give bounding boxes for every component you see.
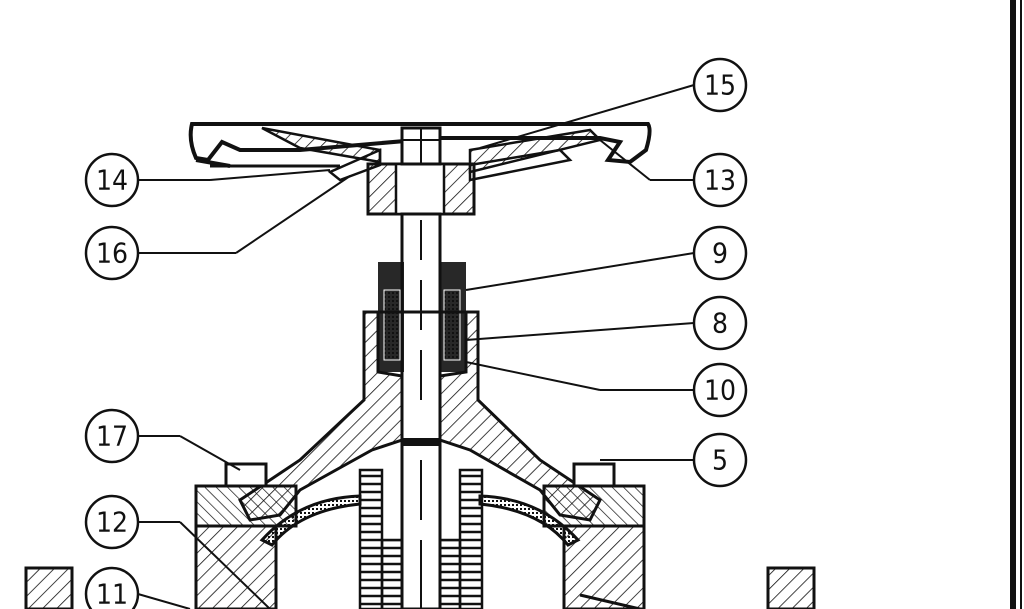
callout-5-label: 5 [712, 444, 728, 477]
callout-15: 15 [692, 57, 748, 113]
callout-12-label: 12 [96, 506, 128, 539]
pipe-stubs [24, 566, 816, 609]
callout-9-label: 9 [712, 237, 728, 270]
callout-11-label: 11 [96, 578, 128, 609]
callout-14-label: 14 [96, 164, 128, 197]
callout-10-label: 10 [704, 374, 736, 407]
frame-border [1010, 0, 1022, 609]
callout-12: 12 [84, 494, 140, 550]
callout-14: 14 [84, 152, 140, 208]
callout-16: 16 [84, 225, 140, 281]
callout-9: 9 [692, 225, 748, 281]
spring [358, 468, 484, 609]
callout-5: 5 [692, 432, 748, 488]
body-flange [194, 462, 646, 609]
valve-stem [400, 212, 442, 609]
callout-8: 8 [692, 295, 748, 351]
callout-10: 10 [692, 362, 748, 418]
gland-packing [378, 262, 466, 372]
callout-15-label: 15 [704, 69, 736, 102]
handwheel-hub [366, 126, 476, 216]
callout-13: 13 [692, 152, 748, 208]
callout-17-label: 17 [96, 420, 128, 453]
callout-8-label: 8 [712, 307, 728, 340]
callout-13-label: 13 [704, 164, 736, 197]
callout-16-label: 16 [96, 237, 128, 270]
leader-lines [137, 84, 695, 609]
callout-17: 17 [84, 408, 140, 464]
callout-11: 11 [84, 566, 140, 609]
handwheel [188, 122, 652, 182]
